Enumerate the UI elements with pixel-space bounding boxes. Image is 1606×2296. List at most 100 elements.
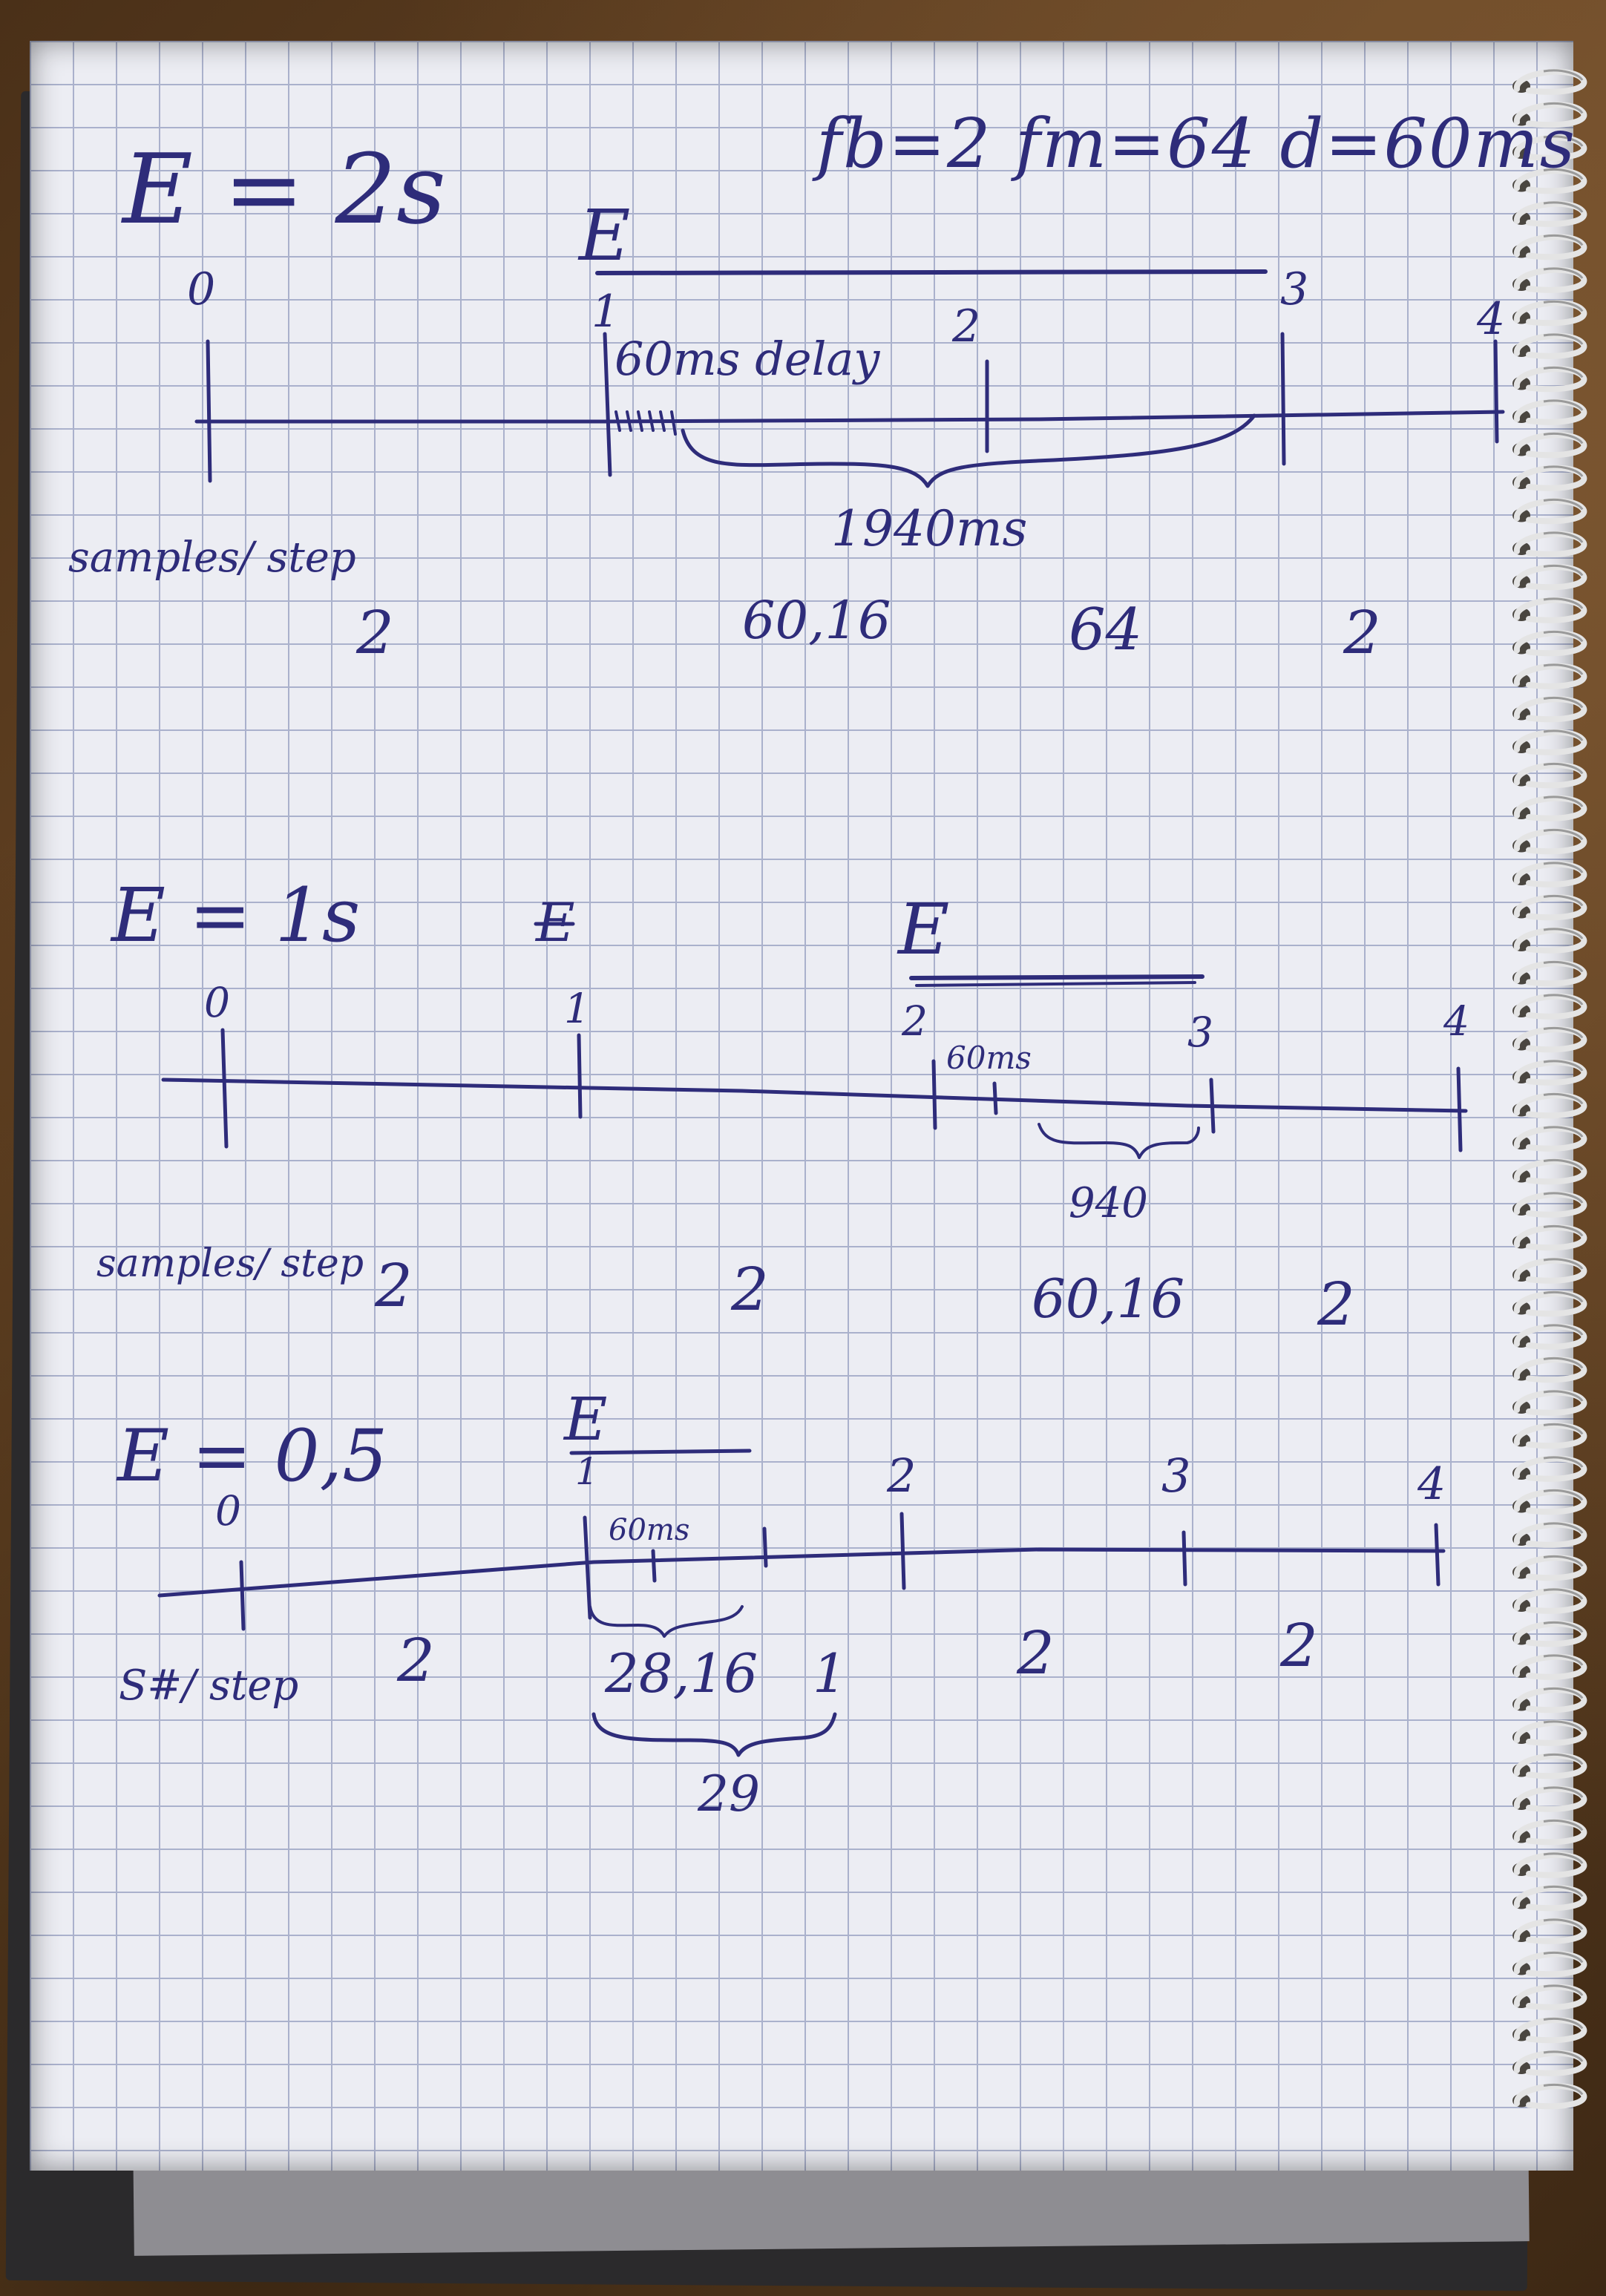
row-value-3: 60,16	[1032, 1267, 1184, 1330]
tick-4	[1434, 1523, 1441, 1587]
row-label: S#/ step	[119, 1662, 298, 1710]
spiral-ring-shade	[1543, 1952, 1584, 1964]
e-span-line	[909, 974, 1204, 980]
spiral-ring-shade	[1543, 1324, 1584, 1336]
row-label-text: samples/ step	[96, 1242, 364, 1286]
spiral-ring-shade	[1543, 135, 1584, 147]
delay-note: 60ms delay	[614, 332, 880, 386]
tick-4	[1493, 339, 1499, 444]
duration-brace	[1038, 1123, 1200, 1159]
delay-tick	[992, 1081, 998, 1115]
spiral-ring-shade	[1543, 1027, 1584, 1039]
tick-4	[1456, 1066, 1463, 1152]
spiral-ring-shade	[1543, 597, 1584, 609]
row-value-2: 2	[730, 1255, 769, 1324]
spiral-ring-shade	[1543, 1654, 1584, 1666]
row-value-5: 2	[1279, 1611, 1318, 1680]
delay-note: 60ms	[946, 1040, 1032, 1076]
notebook-page	[30, 41, 1573, 2171]
delay-note: 60ms	[609, 1513, 689, 1547]
spiral-ring-shade	[1543, 2018, 1584, 2030]
tick-label-2: 2	[901, 997, 928, 1045]
row-label: samples/ step	[96, 1242, 364, 1286]
tick-1	[583, 1515, 592, 1620]
e-marker: E	[577, 195, 630, 277]
spiral-ring-shade	[1543, 1687, 1584, 1699]
spiral-ring-shade	[1543, 1390, 1584, 1402]
spiral-ring-shade	[1543, 1423, 1584, 1435]
spiral-ring-shade	[1543, 1588, 1584, 1600]
tick-3	[1280, 332, 1286, 466]
spiral-ring-shade	[1543, 994, 1584, 1006]
tick-label-3: 3	[1161, 1449, 1190, 1503]
row-value-3: 64	[1069, 597, 1142, 663]
spiral-ring-shade	[1543, 1192, 1584, 1204]
e-marker: E	[897, 889, 949, 971]
spiral-ring-shade	[1543, 1258, 1584, 1270]
tick-label-4: 4	[1443, 997, 1469, 1045]
spiral-ring-shade	[1543, 829, 1584, 841]
spiral-ring-shade	[1543, 1754, 1584, 1765]
diagram-title: E = 2s	[121, 133, 446, 246]
diagram-e-2s: E = 2s E 0 1 2 3 4 60ms delay 1940ms sam…	[68, 133, 1505, 667]
spiral-ring-shade	[1543, 433, 1584, 445]
spiral-ring-shade	[1543, 2084, 1584, 2096]
spiral-ring-shade	[1543, 763, 1584, 775]
spiral-ring-shade	[1543, 1291, 1584, 1303]
spiral-ring-shade	[1543, 1555, 1584, 1567]
tick-3	[1209, 1078, 1216, 1134]
spiral-ring-shade	[1543, 1886, 1584, 1898]
spiral-ring-shade	[1543, 465, 1584, 477]
row-value-4: 2	[1016, 1618, 1055, 1687]
duration-note: 940	[1069, 1179, 1148, 1227]
spiral-ring-shade	[1543, 729, 1584, 741]
e-span-line	[595, 269, 1268, 275]
spiral-ring-shade	[1543, 1621, 1584, 1633]
spiral-ring-shade	[1543, 531, 1584, 543]
spiral-ring-shade	[1543, 895, 1584, 907]
tick-1	[577, 1033, 583, 1119]
spiral-ring-shade	[1543, 333, 1584, 345]
spiral-ring-shade	[1543, 102, 1584, 114]
row-value-1: 2	[355, 598, 394, 667]
tick-label-3: 3	[1280, 263, 1308, 315]
tick-label-2: 2	[886, 1449, 916, 1503]
spiral-ring-shade	[1543, 1522, 1584, 1534]
spiral-ring-shade	[1543, 1159, 1584, 1171]
sum-note: 29	[697, 1765, 760, 1823]
duration-brace	[681, 413, 1256, 488]
row-label: samples/ step	[68, 534, 356, 582]
tick-3	[1181, 1530, 1187, 1587]
row-value-4: 2	[1317, 1270, 1355, 1339]
spiral-ring-shade	[1543, 697, 1584, 709]
tick-label-4: 4	[1476, 293, 1505, 345]
tick-2	[899, 1512, 906, 1590]
diagram-e-0-5: E = 0,5 E 0 1 2 3 4 60ms S#/ step 2 28,1…	[116, 1385, 1446, 1823]
spiral-ring-shade	[1543, 168, 1584, 180]
spiral-ring-shade	[1543, 367, 1584, 378]
tick-2	[931, 1059, 937, 1130]
tick-label-1: 1	[591, 286, 620, 338]
tick-1	[603, 332, 612, 477]
tick-label-0: 0	[187, 263, 215, 315]
spiral-ring-shade	[1543, 1126, 1584, 1138]
spiral-ring-shade	[1543, 1060, 1584, 1072]
diagram-e-1s: E = 1s E E 0 1 2 3 4 60ms 940 samples/ s…	[96, 872, 1469, 1339]
row-value-2: 28,16	[604, 1642, 758, 1705]
diagram-title: E = 1s	[110, 872, 360, 959]
spiral-binding	[1512, 68, 1587, 2110]
parameter-line: fb=2 fm=64 d=60ms	[812, 104, 1576, 183]
row-label-text: S#/ step	[119, 1662, 298, 1710]
spiral-ring-shade	[1543, 663, 1584, 675]
spiral-ring-shade	[1543, 267, 1584, 279]
spiral-ring-shade	[1543, 631, 1584, 643]
tick-label-2: 2	[951, 301, 980, 352]
spiral-ring-shade	[1543, 1786, 1584, 1798]
spiral-ring-shade	[1543, 796, 1584, 807]
spiral-ring-shade	[1543, 1852, 1584, 1864]
spiral-ring-shade	[1543, 1720, 1584, 1732]
spiral-ring-shade	[1543, 961, 1584, 973]
timeline	[194, 410, 1505, 424]
tick-0	[206, 339, 212, 483]
